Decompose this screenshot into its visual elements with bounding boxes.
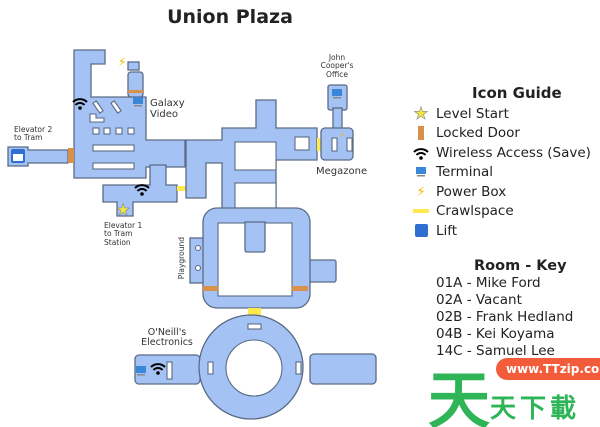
playground-label: Playground <box>176 237 186 280</box>
guide-label: Terminal <box>436 164 494 181</box>
guide-item: Crawlspace <box>410 202 600 222</box>
galaxy-video-room: ⚡ <box>72 49 186 179</box>
map-title: Union Plaza <box>167 6 293 28</box>
megazone-label: Megazone <box>316 166 368 177</box>
elevator-2-label: Elevator 2 to Tram <box>14 125 53 143</box>
guide-item: Lift <box>410 221 600 241</box>
room-key-item: 02A - Vacant <box>436 292 522 308</box>
power-box-icon: ⚡ <box>339 131 345 140</box>
power-box-icon: ⚡ <box>118 55 126 69</box>
room-key: Room - Key 01A - Mike Ford 02A - Vacant … <box>436 258 573 360</box>
guide-item: Terminal <box>410 163 600 183</box>
terminal-icon <box>410 166 432 178</box>
oneills-electronics-label: O'Neill's Electronics <box>141 327 193 349</box>
room-key-item: 14C - Samuel Lee <box>436 343 555 359</box>
star-icon: ★ <box>413 103 429 124</box>
watermark-url: www.TTzip.com <box>496 358 600 380</box>
playground-room <box>189 207 337 318</box>
guide-label: Crawlspace <box>436 203 514 220</box>
power-box-icon: ⚡ <box>416 183 426 200</box>
icon-guide-title: Icon Guide <box>472 84 562 102</box>
room-key-item: 04B - Kei Koyama <box>436 326 555 342</box>
terminal-icon <box>136 366 146 376</box>
watermark-text: 天下載 <box>490 394 581 424</box>
terminal-icon <box>332 89 342 99</box>
guide-label: Locked Door <box>436 125 520 142</box>
locked-door-icon <box>68 148 74 163</box>
elevator-1-area: ★ <box>102 164 186 219</box>
crawlspace-icon <box>317 138 321 151</box>
guide-label: Power Box <box>436 183 507 200</box>
guide-item: ⚡ Power Box <box>410 182 600 202</box>
john-cooper-office-label: John Cooper's Office <box>320 53 354 79</box>
star-icon: ★ <box>116 200 130 219</box>
wifi-icon <box>410 146 432 160</box>
crawlspace-icon <box>410 209 432 214</box>
galaxy-video-label: Galaxy Video <box>150 98 185 120</box>
ring-area <box>134 314 377 420</box>
elevator-1-label: Elevator 1 to Tram Station <box>104 221 143 247</box>
guide-label: Level Start <box>436 105 509 122</box>
locked-door-icon <box>410 126 432 141</box>
guide-item: ★ Level Start <box>410 103 600 124</box>
megazone-room: ⚡ <box>320 84 354 161</box>
room-key-item: 02B - Frank Hedland <box>436 309 574 325</box>
terminal-icon <box>133 97 143 107</box>
room-key-item: 01A - Mike Ford <box>436 275 541 291</box>
crawlspace-icon <box>248 308 261 318</box>
guide-item: Wireless Access (Save) <box>410 143 600 163</box>
room-key-title: Room - Key <box>474 258 567 274</box>
central-hall <box>185 99 321 216</box>
guide-label: Lift <box>436 222 458 239</box>
guide-item: Locked Door <box>410 124 600 144</box>
crawlspace-icon <box>177 186 186 191</box>
elevator-2-corridor <box>7 146 74 167</box>
icon-guide: Icon Guide ★ Level Start Locked Door Wire… <box>410 84 600 241</box>
guide-label: Wireless Access (Save) <box>436 144 591 161</box>
lift-icon <box>410 224 432 238</box>
locked-door-icon <box>128 90 143 93</box>
watermark-logo: 天 <box>428 364 491 427</box>
